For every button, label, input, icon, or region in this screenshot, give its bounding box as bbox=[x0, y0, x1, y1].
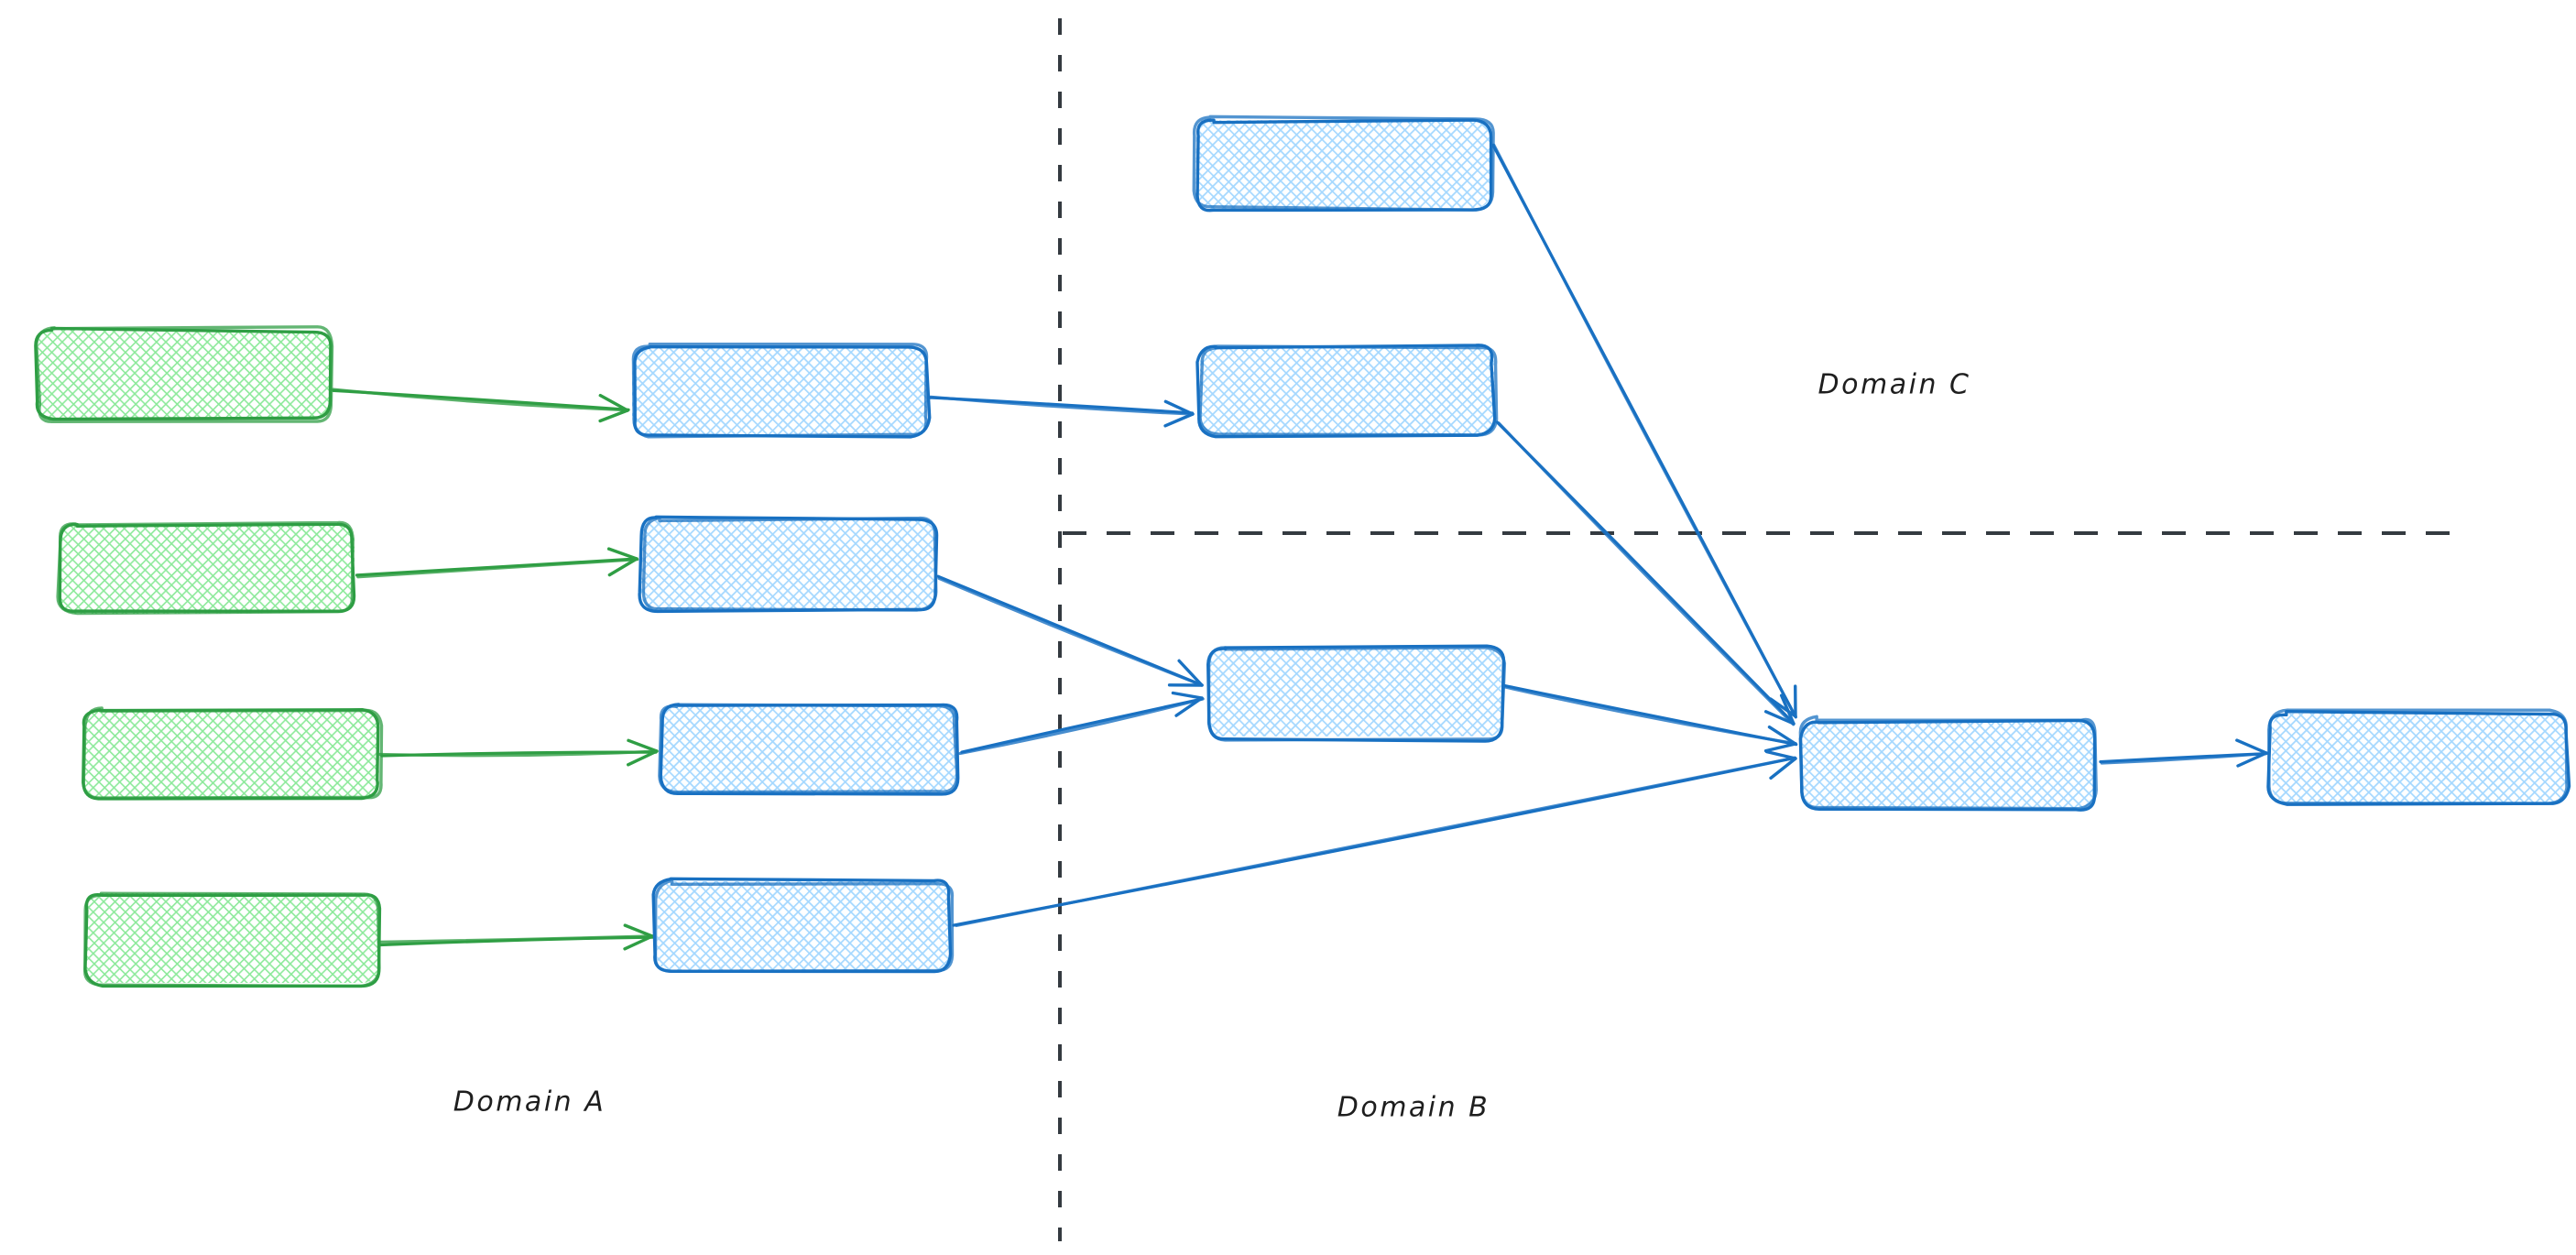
edge-layer bbox=[332, 143, 2269, 951]
edge-b3-to-d1-line bbox=[958, 697, 1205, 756]
output-node-outline bbox=[2267, 708, 2569, 805]
domain-a-node-2-fill-hatch-b bbox=[60, 524, 355, 614]
domain-b-label: Domain B bbox=[1337, 1092, 1490, 1124]
edge-c2-to-e1-arrowhead bbox=[1779, 693, 1796, 726]
domain-a-node-3-fill-hatch-b bbox=[84, 710, 379, 800]
domain-a-node-3-outline bbox=[82, 706, 384, 800]
edge-c1-to-e1-line bbox=[1492, 143, 1797, 717]
domain-a-mid-node-1-outline bbox=[631, 343, 929, 439]
domain-a-mid-node-2-fill-hatch-b bbox=[641, 520, 936, 610]
edge-b3-to-d1-arrowhead bbox=[1174, 696, 1204, 717]
domain-c-node-2-fill-hatch-b bbox=[1200, 346, 1495, 436]
edge-d1-to-e1-arrowhead bbox=[1767, 725, 1797, 746]
domain-a-node-1[interactable] bbox=[34, 325, 334, 424]
domain-a-node-4-outline bbox=[83, 891, 381, 988]
node-layer bbox=[34, 115, 2571, 988]
edge-a3-to-b3[interactable] bbox=[377, 738, 659, 767]
output-node-fill-hatch-b bbox=[2272, 713, 2567, 802]
edge-a4-to-b4-arrowhead bbox=[623, 923, 654, 938]
edge-a3-to-b3-arrowhead bbox=[627, 738, 659, 753]
edge-c2-to-e1-line bbox=[1497, 421, 1796, 726]
aggregate-node[interactable] bbox=[1798, 715, 2098, 812]
edge-a1-to-b1-arrowhead bbox=[598, 393, 629, 412]
edge-a2-to-b2-line bbox=[356, 558, 639, 579]
domain-a-node-1-fill-hatch-b bbox=[37, 330, 332, 420]
domain-c-label: Domain C bbox=[1818, 369, 1971, 401]
domain-a-mid-node-3[interactable] bbox=[658, 703, 960, 796]
edge-a2-to-b2-arrowhead bbox=[607, 557, 639, 577]
domain-a-node-2[interactable] bbox=[56, 520, 356, 616]
edge-c1-to-e1-arrowhead bbox=[1769, 697, 1797, 718]
edge-c2-to-e1-arrowhead bbox=[1763, 710, 1796, 726]
domain-a-mid-node-2[interactable] bbox=[638, 515, 939, 614]
edge-c1-to-e1[interactable] bbox=[1491, 143, 1797, 719]
edge-a4-to-b4-line bbox=[377, 934, 653, 944]
edge-a2-to-b2-arrowhead bbox=[606, 547, 639, 561]
edge-b4-to-e1-line bbox=[955, 756, 1796, 928]
divider-layer bbox=[1058, 18, 2464, 1241]
edge-b3-to-d1-arrowhead bbox=[1171, 691, 1204, 700]
edge-a2-to-b2[interactable] bbox=[355, 547, 639, 579]
domain-a-mid-node-4-outline bbox=[653, 878, 955, 973]
domain-a-mid-node-3-outline bbox=[658, 703, 959, 794]
domain-a-mid-node-2-outline bbox=[641, 516, 938, 612]
domain-a-node-2-outline bbox=[56, 520, 355, 616]
edge-a4-to-b4-arrowhead bbox=[623, 934, 654, 951]
edge-a1-to-b1[interactable] bbox=[332, 387, 630, 423]
domain-label-layer: Domain A Domain B Domain C bbox=[453, 369, 1971, 1124]
domain-c-node-1-outline bbox=[1192, 115, 1495, 212]
domain-c-node-1[interactable] bbox=[1192, 115, 1495, 213]
domain-a-label: Domain A bbox=[453, 1086, 606, 1119]
domain-c-node-1-outline bbox=[1195, 118, 1493, 213]
domain-c-node-2-outline bbox=[1198, 344, 1499, 437]
domain-a-node-3[interactable] bbox=[82, 706, 384, 801]
edge-e1-to-f1-line bbox=[2100, 751, 2269, 765]
edge-b1-to-c2-arrowhead bbox=[1163, 399, 1195, 416]
edge-e1-to-f1-arrowhead bbox=[2235, 738, 2268, 755]
edge-a3-to-b3-arrowhead bbox=[626, 749, 659, 767]
domain-a-node-1-outline bbox=[35, 325, 334, 424]
edge-b1-to-c2-arrowhead bbox=[1163, 412, 1195, 428]
aggregate-node-outline bbox=[1798, 715, 2098, 811]
edge-b1-to-c2[interactable] bbox=[928, 395, 1195, 428]
edge-b2-to-d1-line bbox=[937, 576, 1204, 687]
edge-d1-to-e1-line bbox=[1503, 685, 1797, 746]
domain-a-mid-node-3-fill-hatch-b bbox=[661, 704, 956, 793]
domain-a-mid-node-3-outline bbox=[659, 703, 960, 796]
edge-a1-to-b1-line bbox=[332, 387, 628, 412]
domain-a-node-4[interactable] bbox=[83, 891, 382, 988]
domain-b-node-1-fill-hatch-b bbox=[1207, 649, 1501, 737]
edge-b4-to-e1-arrowhead bbox=[1769, 757, 1797, 780]
domain-a-node-4-fill-hatch-b bbox=[85, 893, 379, 983]
aggregate-node-fill-hatch-b bbox=[1801, 720, 2096, 810]
edge-b1-to-c2-line bbox=[929, 395, 1195, 416]
edge-b2-to-d1[interactable] bbox=[936, 574, 1204, 687]
edge-e1-to-f1-arrowhead bbox=[2236, 751, 2268, 768]
edge-a1-to-b1-arrowhead bbox=[598, 409, 629, 423]
domain-b-node-1[interactable] bbox=[1206, 644, 1507, 743]
domain-b-node-1-outline bbox=[1206, 646, 1507, 742]
edge-a4-to-b4[interactable] bbox=[377, 923, 654, 951]
edge-c2-to-e1[interactable] bbox=[1495, 420, 1796, 726]
edge-b3-to-d1[interactable] bbox=[958, 691, 1205, 756]
domain-a-mid-node-4[interactable] bbox=[651, 877, 955, 974]
edge-d1-to-e1[interactable] bbox=[1502, 683, 1798, 753]
edge-d1-to-e1-arrowhead bbox=[1763, 742, 1797, 753]
domain-a-mid-node-1-fill-hatch-b bbox=[632, 346, 927, 435]
domain-c-node-2[interactable] bbox=[1195, 344, 1499, 439]
edge-b4-to-e1[interactable] bbox=[952, 749, 1797, 928]
edge-a3-to-b3-line bbox=[377, 749, 658, 758]
output-node[interactable] bbox=[2266, 708, 2571, 806]
edge-e1-to-f1[interactable] bbox=[2099, 738, 2269, 768]
edge-b4-to-e1-arrowhead bbox=[1764, 749, 1797, 760]
domain-a-mid-node-4-fill-hatch-b bbox=[657, 881, 950, 971]
edge-b2-to-d1-arrowhead bbox=[1177, 659, 1204, 687]
domain-c-node-1-fill-hatch-b bbox=[1195, 119, 1490, 209]
domain-a-mid-node-1[interactable] bbox=[631, 343, 932, 439]
